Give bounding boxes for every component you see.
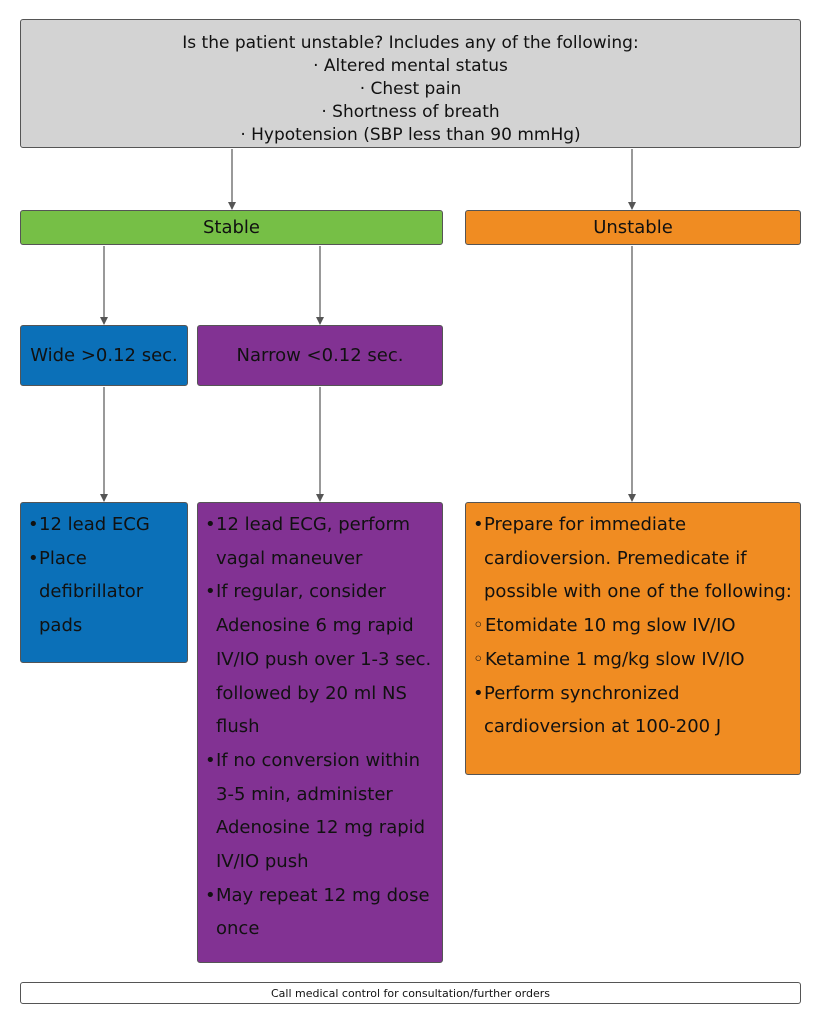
- bullet: ◦: [473, 648, 484, 670]
- bullet: •: [473, 514, 484, 535]
- criterion-item: · Hypotension (SBP less than 90 mmHg): [240, 125, 581, 145]
- bullet: •: [28, 514, 39, 535]
- footer-text: Call medical control for consultation/fu…: [271, 986, 550, 1000]
- list-item: •Perform synchronized cardioversion at 1…: [473, 677, 792, 744]
- unstable-actions-box: •Prepare for immediate cardioversion. Pr…: [465, 502, 801, 775]
- bullet: ◦: [473, 615, 484, 637]
- unstable-node: Unstable: [465, 210, 801, 245]
- list-item: •If no conversion within 3-5 min, admini…: [205, 744, 434, 879]
- wide-qrs-node: Wide >0.12 sec.: [20, 325, 188, 386]
- footer-note: Call medical control for consultation/fu…: [20, 982, 801, 1004]
- bullet: •: [473, 682, 484, 704]
- unstable-question-box: Is the patient unstable? Includes any of…: [20, 19, 801, 148]
- criterion-item: · Shortness of breath: [321, 102, 500, 122]
- list-item: ◦Etomidate 10 mg slow IV/IO: [473, 609, 792, 643]
- list-item: •May repeat 12 mg dose once: [205, 879, 434, 946]
- bullet: •: [205, 884, 216, 906]
- list-item: •Place defibrillator pads: [28, 542, 179, 643]
- stable-label: Stable: [202, 217, 260, 238]
- stable-node: Stable: [20, 210, 443, 245]
- list-item: •12 lead ECG, perform vagal maneuver: [205, 508, 434, 575]
- question-title: Is the patient unstable? Includes any of…: [182, 33, 639, 53]
- unstable-label: Unstable: [593, 217, 673, 238]
- list-item: •If regular, consider Adenosine 6 mg rap…: [205, 575, 434, 744]
- criterion-item: · Altered mental status: [313, 56, 508, 76]
- unstable-actions-list: •Prepare for immediate cardioversion. Pr…: [473, 508, 792, 744]
- narrow-qrs-node: Narrow <0.12 sec.: [197, 325, 443, 386]
- narrow-label: Narrow <0.12 sec.: [236, 345, 404, 366]
- bullet: •: [205, 581, 216, 603]
- bullet: •: [205, 514, 216, 535]
- wide-actions-list: •12 lead ECG •Place defibrillator pads: [28, 508, 179, 643]
- list-item: •Prepare for immediate cardioversion. Pr…: [473, 508, 792, 609]
- criterion-item: · Chest pain: [359, 79, 462, 99]
- list-item: •12 lead ECG: [28, 508, 179, 542]
- list-item: ◦Ketamine 1 mg/kg slow IV/IO: [473, 643, 792, 677]
- narrow-actions-box: •12 lead ECG, perform vagal maneuver •If…: [197, 502, 443, 963]
- bullet: •: [205, 749, 216, 771]
- wide-actions-box: •12 lead ECG •Place defibrillator pads: [20, 502, 188, 663]
- bullet: •: [28, 547, 39, 569]
- wide-label: Wide >0.12 sec.: [30, 345, 178, 366]
- narrow-actions-list: •12 lead ECG, perform vagal maneuver •If…: [205, 508, 434, 946]
